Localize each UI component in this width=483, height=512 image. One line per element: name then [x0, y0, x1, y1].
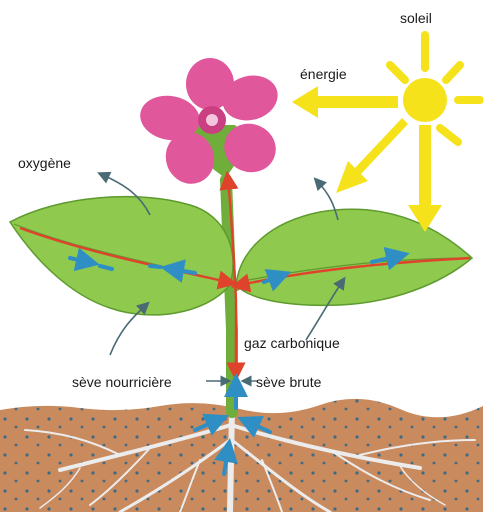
leaf-icon — [10, 197, 233, 315]
leaf-icon — [236, 209, 472, 305]
label-raw-sap: sève brute — [256, 374, 321, 390]
flower-icon — [137, 58, 283, 191]
label-oxygen: oxygène — [18, 155, 71, 171]
label-energy: énergie — [300, 66, 347, 82]
label-carbon-dioxide: gaz carbonique — [244, 335, 340, 351]
label-elaborated-sap: sève nourricière — [72, 374, 172, 390]
label-sun: soleil — [400, 10, 432, 26]
soil — [0, 399, 483, 512]
